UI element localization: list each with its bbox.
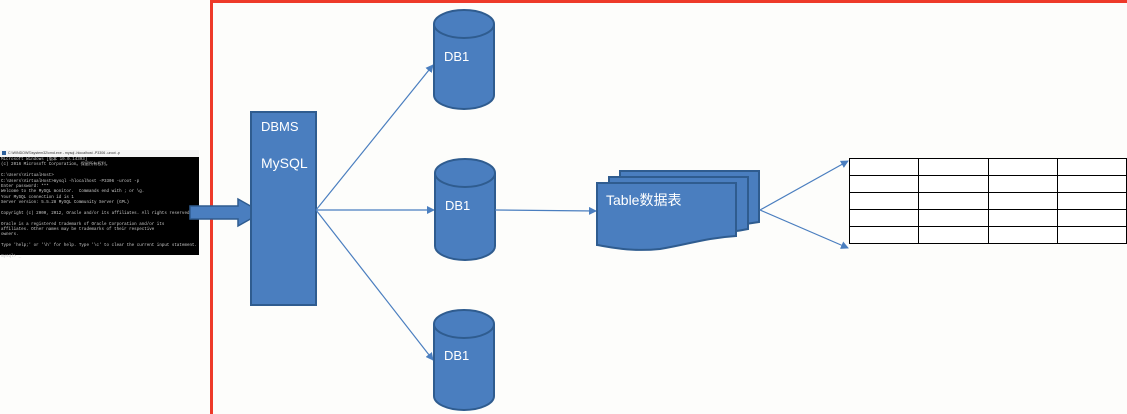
- table-row: [848, 209, 1127, 227]
- terminal-line: C:\Users\VirtualHost>mysql -hlocalhost -…: [1, 179, 140, 184]
- table-cell: [848, 192, 920, 210]
- terminal-line: mysql> _: [1, 255, 22, 260]
- db-cylinder-bottom: [433, 309, 495, 411]
- table-cell: [987, 158, 1058, 176]
- table-row: [848, 175, 1127, 193]
- connector-dbms-to-db1-top: [315, 64, 434, 211]
- terminal-line: C:\Users\VirtualHost>: [1, 174, 54, 179]
- dbms-box: [250, 111, 317, 306]
- table-shape-label: Table数据表: [606, 192, 682, 208]
- table-cell: [918, 192, 989, 210]
- table-multidocument-shape: [596, 170, 760, 251]
- terminal-line: Microsoft Windows [版本 10.0.14393]: [1, 158, 88, 162]
- table-cell: [987, 175, 1058, 193]
- terminal-title-bar: C:\WINDOWS\system32\cmd.exe - mysql -hlo…: [0, 150, 199, 157]
- table-cell: [1056, 175, 1127, 193]
- data-table-grid: [848, 158, 1127, 244]
- terminal-line: Copyright (c) 2000, 2012, Oracle and/or …: [1, 211, 192, 216]
- table-cell: [987, 209, 1058, 227]
- red-frame-horizontal-line: [210, 0, 1127, 3]
- table-cell: [918, 209, 989, 227]
- table-row: [848, 192, 1127, 210]
- table-row: [848, 158, 1127, 176]
- terminal-line: Type 'help;' or '\h' for help. Type '\c'…: [1, 244, 198, 249]
- terminal-line: Oracle is a registered trademark of Orac…: [1, 222, 165, 227]
- table-cell: [987, 192, 1058, 210]
- table-cell: [848, 158, 920, 176]
- terminal-line: affiliates. Other names may be trademark…: [1, 228, 155, 233]
- cmd-icon: [2, 151, 6, 156]
- table-cell: [918, 226, 989, 244]
- dbms-label: DBMS: [261, 119, 299, 134]
- mysql-terminal-window: C:\WINDOWS\system32\cmd.exe - mysql -hlo…: [0, 150, 199, 259]
- table-cell: [1056, 158, 1127, 176]
- table-cell: [1056, 226, 1127, 244]
- terminal-line: Enter password: ***: [1, 184, 49, 189]
- db-label-top: DB1: [444, 49, 470, 64]
- table-row: [848, 226, 1127, 244]
- terminal-line: (c) 2016 Microsoft Corporation。保留所有权利。: [1, 163, 110, 168]
- terminal-line: owners.: [1, 233, 19, 238]
- db-label-middle: DB1: [445, 198, 471, 213]
- connector-table-to-grid-bottom: [759, 209, 849, 249]
- terminal-title: C:\WINDOWS\system32\cmd.exe - mysql -hlo…: [8, 151, 120, 155]
- table-cell: [848, 175, 920, 193]
- connector-table-to-grid-top: [759, 160, 849, 211]
- table-cell: [987, 226, 1058, 244]
- terminal-output: Microsoft Windows [版本 10.0.14393](c) 201…: [0, 157, 199, 260]
- db-label-bottom: DB1: [444, 348, 470, 363]
- table-cell: [848, 209, 920, 227]
- terminal-line: Server version: 5.5.28 MySQL Community S…: [1, 201, 130, 206]
- table-cell: [918, 175, 989, 193]
- connector-dbms-to-db1-bottom: [315, 209, 434, 361]
- table-cell: [918, 158, 989, 176]
- db-cylinder-middle: [434, 158, 496, 261]
- table-cell: [848, 226, 920, 244]
- db-cylinder-top: [433, 9, 495, 110]
- table-cell: [1056, 192, 1127, 210]
- table-cell: [1056, 209, 1127, 227]
- connector-db-to-table: [494, 206, 597, 215]
- mysql-label: MySQL: [261, 155, 308, 171]
- terminal-line: Your MySQL connection id is 1: [1, 195, 74, 200]
- terminal-line: Welcome to the MySQL monitor. Commands e…: [1, 190, 145, 195]
